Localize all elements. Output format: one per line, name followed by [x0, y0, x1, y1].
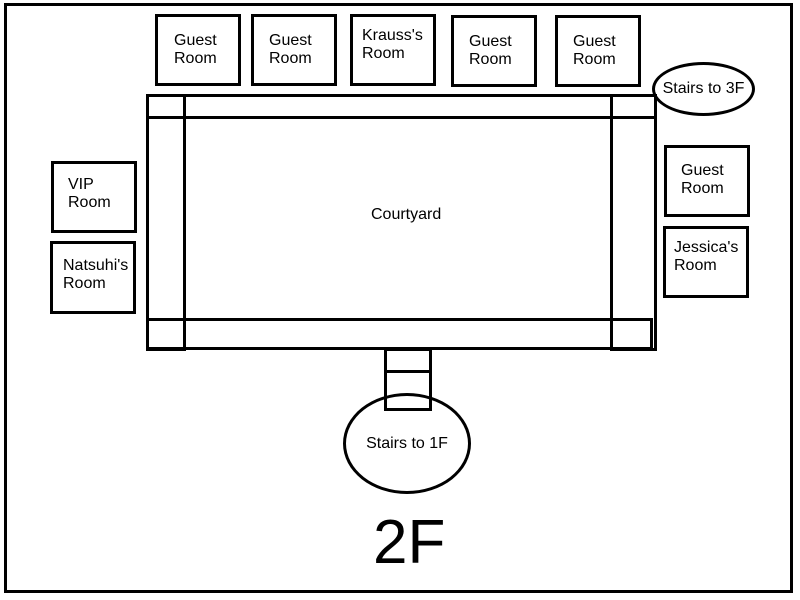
right-room-guest: Guest Room: [664, 145, 750, 217]
floor-label: 2F: [373, 508, 446, 577]
left-room-natsuhi-label: Natsuhi's Room: [63, 257, 129, 292]
corridor-right: [610, 94, 657, 351]
top-room-2: Guest Room: [251, 14, 337, 86]
top-room-2-label: Guest Room: [269, 32, 312, 67]
corridor-top: [146, 94, 657, 119]
top-room-1-label: Guest Room: [174, 32, 217, 67]
right-room-jessica: Jessica's Room: [663, 226, 749, 298]
right-room-guest-label: Guest Room: [681, 162, 724, 197]
top-room-5-label: Guest Room: [573, 33, 616, 68]
top-room-5: Guest Room: [555, 15, 641, 87]
top-room-4-label: Guest Room: [469, 33, 512, 68]
top-room-krauss: Krauss's Room: [350, 14, 436, 86]
stair-connector: [384, 348, 432, 411]
corridor-left: [146, 94, 186, 351]
corridor-bottom: [146, 318, 653, 350]
map-border: [4, 3, 793, 593]
left-room-vip: VIP Room: [51, 161, 137, 233]
left-room-natsuhi: Natsuhi's Room: [50, 241, 136, 314]
courtyard-label: Courtyard: [371, 206, 442, 223]
stairs-to-3f: Stairs to 3F: [652, 62, 755, 116]
top-room-krauss-label: Krauss's Room: [362, 27, 423, 62]
top-room-4: Guest Room: [451, 15, 537, 87]
left-room-vip-label: VIP Room: [68, 176, 111, 211]
top-room-1: Guest Room: [155, 14, 241, 86]
right-room-jessica-label: Jessica's Room: [674, 239, 739, 274]
